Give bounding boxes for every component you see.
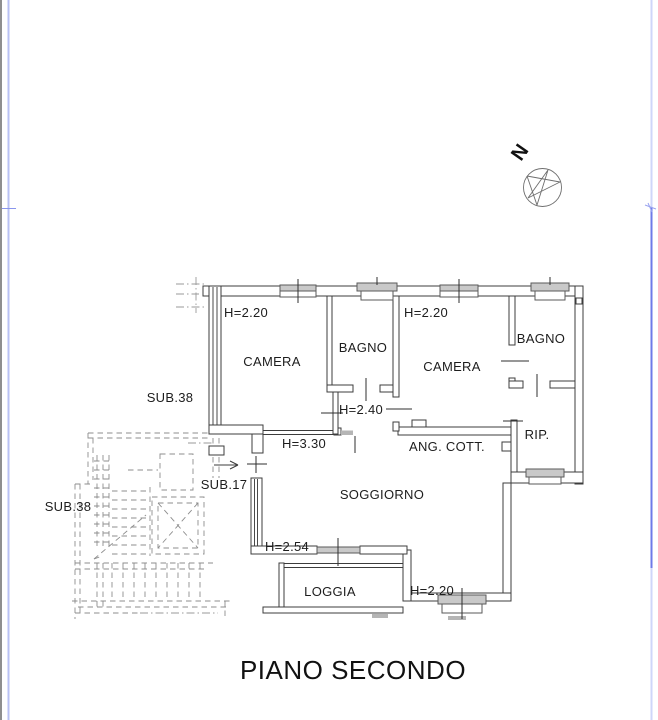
height-label-soggiorno: H=3.30 — [282, 436, 326, 451]
compass-circle-icon — [523, 168, 562, 207]
height-label-loggia: H=2.20 — [410, 583, 454, 598]
plan-labels: H=2.20 CAMERA BAGNO H=2.20 CAMERA BAGNO … — [45, 305, 565, 599]
north-label: N — [507, 140, 533, 164]
wall-bagno2-left-a — [508, 295, 516, 346]
wall-east — [574, 285, 584, 485]
unit-label-sub38-top: SUB.38 — [147, 390, 194, 405]
room-label-loggia: LOGGIA — [304, 584, 356, 599]
wall-soggiorno-south-l2 — [359, 545, 408, 555]
room-label-soggiorno: SOGGIORNO — [340, 487, 424, 502]
wall-camera1-bottom — [208, 424, 264, 435]
stair-landing-dashed — [159, 453, 194, 491]
entry-jamb — [208, 445, 225, 456]
wall-soggiorno-east — [502, 482, 512, 602]
elevator-shaft-inner — [157, 502, 199, 549]
stairwell-dashed — [72, 432, 232, 619]
entry-pier — [251, 433, 264, 454]
room-label-angcott: ANG. COTT. — [409, 439, 485, 454]
room-label-bagno2: BAGNO — [517, 331, 565, 346]
elevator-shaft-outer — [151, 496, 205, 555]
frame-tick-mark — [644, 202, 657, 213]
wall-bagno1-bottom-l — [326, 384, 354, 393]
wall-loggia-bottom — [262, 606, 404, 614]
wall-bagno1-left — [326, 295, 333, 393]
wall-rip-left — [510, 419, 518, 473]
wall-bagno2-bottom-r — [549, 380, 577, 389]
room-label-camera1: CAMERA — [243, 354, 300, 369]
room-label-bagno1: BAGNO — [339, 340, 387, 355]
unit-label-sub38-left: SUB.38 — [45, 499, 92, 514]
stair-direction-line — [93, 514, 147, 560]
wall-camera2-left-a — [392, 295, 400, 398]
entry-arrow-icon — [214, 460, 239, 470]
axis-reference-marks — [176, 277, 212, 444]
wall-left — [208, 285, 222, 435]
wall-loggia-left — [278, 562, 285, 613]
unit-label-sub17: SUB.17 — [201, 477, 248, 492]
room-label-camera2: CAMERA — [423, 359, 480, 374]
height-label-disimpegno: H=2.40 — [339, 402, 383, 417]
door-ticks — [247, 277, 551, 619]
height-label-camera2: H=2.20 — [404, 305, 448, 320]
wall-camera2-left-b — [392, 421, 400, 432]
wall-angcott-top — [397, 426, 514, 436]
compass-star-icon — [526, 169, 562, 207]
page-title: PIANO SECONDO — [240, 655, 466, 685]
wall-west-lower — [250, 477, 263, 555]
height-label-loggia-door: H=2.54 — [265, 539, 309, 554]
north-compass — [523, 168, 562, 207]
wall-bagno2-bottom-l — [508, 380, 524, 389]
height-label-camera1: H=2.20 — [224, 305, 268, 320]
room-label-rip: RIP. — [525, 427, 550, 442]
